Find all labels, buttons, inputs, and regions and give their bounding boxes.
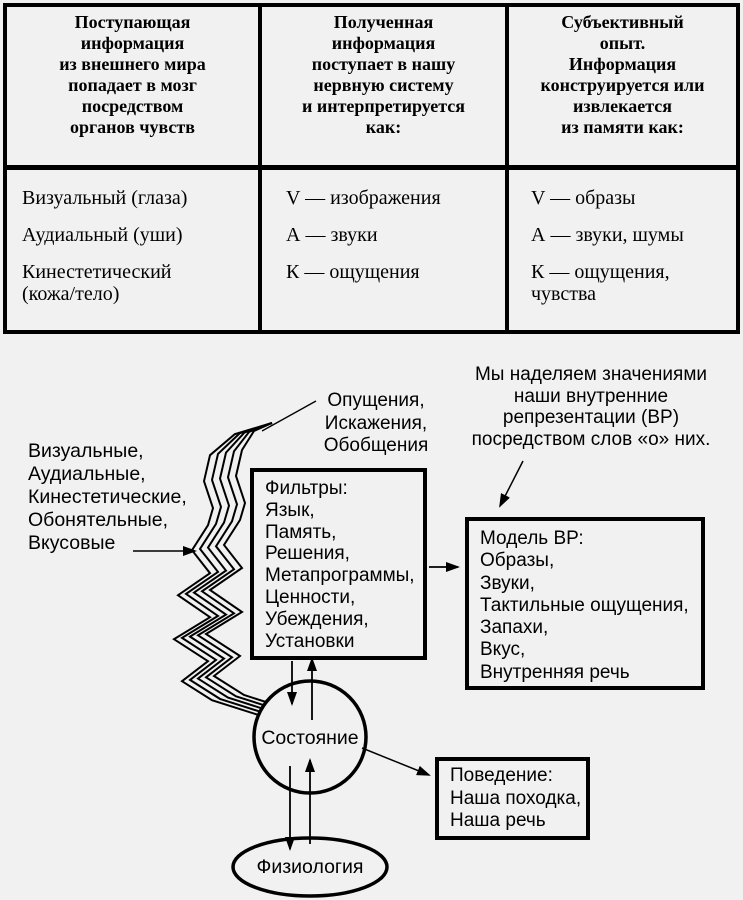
table-row: V — образы: [531, 187, 636, 209]
senses-label: Визуальные, Аудиальные, Кинестетические,…: [28, 440, 187, 554]
table-cell-interpretation: V — изображения А — звуки К — ощущения: [258, 170, 505, 330]
zigzag-line: [204, 422, 341, 720]
table-row: V — изображения: [286, 187, 441, 209]
state-to-behavior-arrow: [361, 747, 431, 776]
table-row: А — звуки, шумы: [531, 224, 684, 246]
state-circle-label: Состояние: [261, 727, 359, 749]
behavior-box: Поведение: Наша походка, Наша речь: [435, 757, 590, 840]
distortions-pointer-line: [261, 400, 317, 432]
zigzag-line: [172, 422, 309, 726]
table-cell-memory: V — образы А — звуки, шумы К — ощущения,…: [505, 170, 736, 330]
table-row: К — ощущения, чувства: [531, 261, 670, 305]
table-header-received-info: Полученная информация поступает в нашу н…: [258, 7, 505, 170]
zigzag-information-flow: [172, 422, 341, 726]
table-cell-senses: Визуальный (глаза) Аудиальный (уши) Кине…: [7, 170, 258, 330]
table-row: Кинестетический (кожа/тело): [22, 261, 172, 305]
zigzag-line: [196, 422, 333, 722]
meaning-note: Мы наделяем значениями наши внутренние р…: [471, 364, 711, 450]
vr-model-box: Модель ВР: Образы, Звуки, Тактильные ощу…: [465, 517, 705, 690]
perception-table: Поступающая информация из внешнего мира …: [3, 3, 740, 334]
table-row: Аудиальный (уши): [22, 224, 183, 246]
zigzag-line: [180, 422, 317, 724]
distortions-label: Опущения, Искажения, Обобщения: [323, 390, 429, 456]
table-header-incoming-info: Поступающая информация из внешнего мира …: [7, 7, 258, 170]
table-row: К — ощущения: [286, 261, 420, 283]
table-row: Визуальный (глаза): [22, 187, 188, 209]
filters-box: Фильтры: Язык, Память, Решения, Метапрог…: [250, 468, 427, 660]
table-header-subjective-experience: Субъективный опыт. Информация конструиру…: [505, 7, 736, 170]
meaning-note-arrow: [499, 460, 524, 508]
zigzag-line: [188, 422, 325, 723]
table-row: А — звуки: [286, 224, 378, 246]
physiology-label: Физиология: [256, 856, 364, 878]
